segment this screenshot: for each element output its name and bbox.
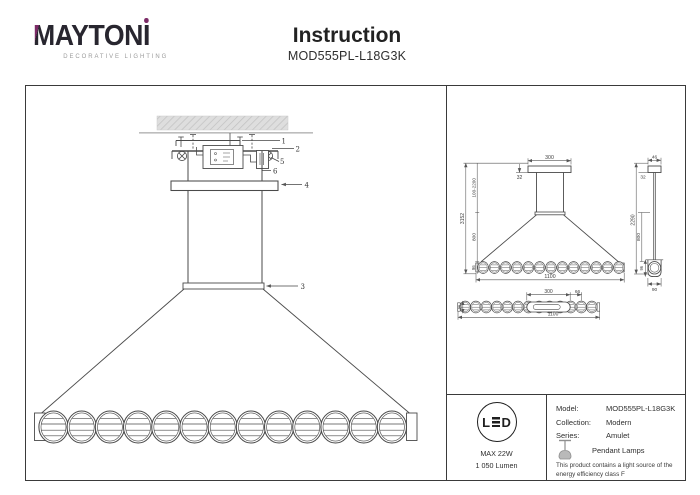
logo-letter-m: M (33, 20, 55, 52)
spec-cell: Model: MOD555PL-L18G3K Collection: Moder… (546, 396, 685, 480)
bracket-screw-heads (176, 150, 274, 162)
logo-letters-mid: AYTON (54, 20, 144, 52)
dim-top-offset: 66 (575, 289, 581, 295)
callout-5: 5 (280, 158, 284, 166)
callout-6: 6 (273, 168, 278, 176)
logo-dot-icon (144, 18, 149, 23)
dim-side-lower: 800 (636, 233, 642, 241)
dim-top-center: 300 (544, 289, 553, 295)
spec-row-collection: Collection: Modern (556, 417, 632, 427)
max-power: MAX 22W (480, 449, 513, 458)
dim-side-canopy-width: 46 (652, 154, 658, 160)
dim-side-ball-height: 96 (639, 265, 644, 270)
top-dimension-view: 300 66 96 1100 (457, 289, 600, 320)
lamp-bar (34, 410, 418, 444)
page-title: Instruction (292, 24, 402, 47)
terminal-block (256, 150, 269, 169)
dim-top-depth: 96 (457, 304, 462, 309)
pendant-lamp-icon (558, 439, 572, 460)
dim-front-suspension: 100-2200 (471, 178, 476, 198)
dim-front-canopy-height: 32 (517, 175, 523, 181)
suspension-rods (187, 151, 263, 283)
dim-front-width: 1100 (544, 274, 555, 280)
spec-row-model: Model: MOD555PL-L18G3K (556, 404, 676, 413)
mounting-bracket (171, 140, 279, 159)
side-ball (647, 261, 662, 275)
dim-front-canopy-width: 300 (545, 155, 554, 161)
wiring (196, 133, 257, 163)
ceiling-screws (178, 134, 255, 150)
callout-4: 4 (305, 182, 310, 190)
callout-1: 1 (282, 138, 286, 146)
ceiling-hatch (139, 115, 313, 134)
led-e-bars-icon (491, 416, 501, 428)
dim-front-total-height: 3152 (460, 213, 466, 224)
spec-row-series: Series: Amulet (556, 431, 630, 440)
front-dimension-view: 300 32 1100 (460, 155, 625, 283)
canopy (170, 180, 279, 192)
dim-front-cone-height: 800 (471, 233, 477, 241)
dim-side-ball-width: 90 (652, 287, 658, 293)
energy-class-note: This product contains a light source of … (556, 462, 673, 478)
logo-letter-i: I (142, 18, 150, 52)
connector-bar (182, 282, 265, 290)
maytoni-logo: MAYTONI DECORATIVE LIGHTING (33, 18, 183, 60)
top-ball-row (457, 300, 600, 314)
callout-3: 3 (301, 283, 305, 291)
logo-tagline: DECORATIVE LIGHTING (63, 53, 169, 60)
dim-front-ball: 96 (471, 265, 476, 270)
dim-side-canopy-height: 32 (640, 175, 646, 181)
front-ball-row (475, 261, 625, 274)
dim-side-total-height: 2290 (630, 214, 636, 225)
logo-word: MAYTONI (33, 18, 171, 52)
model-number: MOD555PL-L18G3K (287, 49, 407, 64)
side-dimension-view: 46 32 2290 800 96 90 (630, 154, 664, 293)
callout-2: 2 (296, 146, 300, 154)
luminous-flux: 1 050 Lumen (475, 461, 518, 470)
assembly-view: 1 2 5 6 4 3 (34, 115, 418, 444)
side-bar-profile (647, 259, 662, 278)
spread-cables (40, 288, 411, 415)
title-block: Instruction MOD555PL-L18G3K (197, 24, 497, 63)
dim-top-width: 1100 (548, 311, 559, 317)
lamp-type-label: Pendant Lamps (592, 446, 645, 455)
lamp-type-row: Pendant Lamps (556, 438, 676, 467)
driver-box (202, 145, 244, 169)
top-center-plate (526, 301, 571, 313)
callout-leaders (242, 140, 302, 288)
